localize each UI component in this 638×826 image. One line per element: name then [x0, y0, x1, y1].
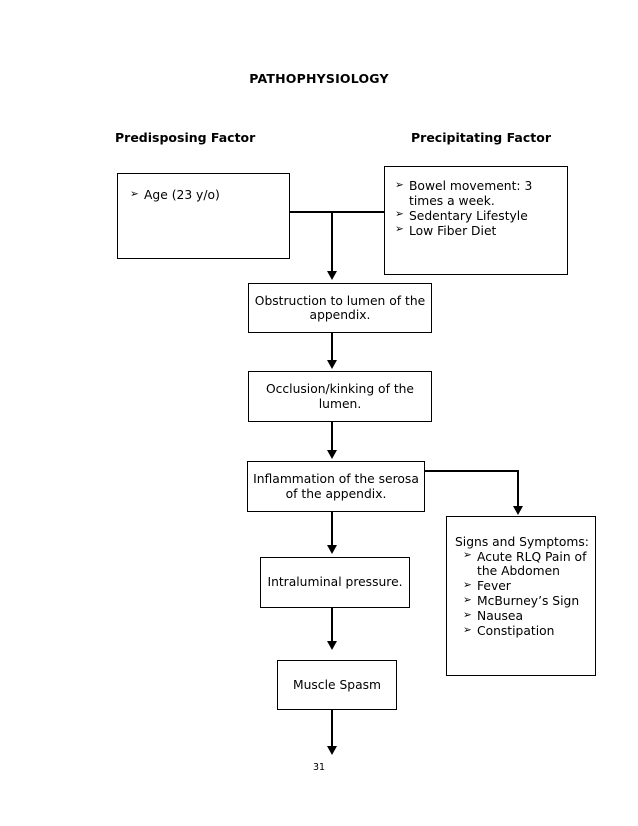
page-title: PATHOPHYSIOLOGY: [249, 71, 389, 86]
arrowhead-to-signs: [513, 506, 523, 515]
arrowhead-to-intraluminal: [327, 545, 337, 554]
connector-top-vertical: [331, 211, 333, 271]
node-signs-and-symptoms[interactable]: Signs and Symptoms: Acute RLQ Pain of th…: [446, 516, 596, 676]
connector-inflammation-to-signs-horizontal: [424, 470, 519, 472]
precipitating-list: Bowel movement: 3 times a week. Sedentar…: [395, 179, 567, 238]
node-inflammation[interactable]: Inflammation of the serosa of the append…: [247, 461, 425, 512]
connector-muscle-spasm-continuation: [331, 710, 333, 747]
node-occlusion-label: Occlusion/kinking of the lumen.: [265, 382, 414, 411]
predisposing-list: Age (23 y/o): [130, 188, 289, 203]
node-obstruction-label: Obstruction to lumen of the appendix.: [254, 293, 426, 323]
signs-list: Acute RLQ Pain of the Abdomen Fever McBu…: [463, 549, 595, 639]
column-header-predisposing: Predisposing Factor: [115, 130, 256, 145]
list-item: Low Fiber Diet: [395, 223, 567, 239]
node-predisposing-factor[interactable]: Age (23 y/o): [117, 173, 290, 259]
connector-top-horizontal: [289, 211, 385, 213]
node-occlusion[interactable]: Occlusion/kinking of the lumen.: [248, 371, 432, 422]
arrowhead-to-inflammation: [327, 450, 337, 459]
node-intraluminal-label: Intraluminal pressure.: [267, 575, 403, 590]
list-item: Sedentary Lifestyle: [395, 208, 567, 224]
node-inflammation-label: Inflammation of the serosa of the append…: [253, 472, 419, 501]
list-item: Fever: [463, 579, 595, 594]
list-item: McBurney’s Sign: [463, 594, 595, 609]
arrowhead-to-obstruction: [327, 271, 337, 280]
list-item: Bowel movement: 3 times a week.: [395, 179, 567, 208]
connector-intraluminal-to-muscle-spasm: [331, 608, 333, 642]
connector-inflammation-to-signs-vertical: [517, 470, 519, 507]
list-item: Constipation: [463, 624, 595, 639]
arrowhead-to-occlusion: [327, 360, 337, 369]
node-muscle-spasm-label: Muscle Spasm: [293, 677, 381, 692]
precipitating-content: Bowel movement: 3 times a week. Sedentar…: [385, 167, 567, 238]
connector-inflammation-to-intraluminal: [331, 512, 333, 545]
predisposing-content: Age (23 y/o): [118, 174, 289, 203]
page-number: 31: [312, 762, 326, 773]
column-header-precipitating: Precipitating Factor: [411, 130, 551, 145]
node-obstruction[interactable]: Obstruction to lumen of the appendix.: [248, 283, 432, 333]
list-item: Age (23 y/o): [130, 188, 289, 203]
list-item: Acute RLQ Pain of the Abdomen: [463, 549, 595, 579]
arrowhead-continuation: [327, 746, 337, 755]
signs-content: Signs and Symptoms: Acute RLQ Pain of th…: [447, 517, 595, 639]
arrowhead-to-muscle-spasm: [327, 641, 337, 650]
node-muscle-spasm[interactable]: Muscle Spasm: [277, 660, 397, 710]
connector-obstruction-to-occlusion: [331, 333, 333, 361]
node-precipitating-factor[interactable]: Bowel movement: 3 times a week. Sedentar…: [384, 166, 568, 275]
node-intraluminal-pressure[interactable]: Intraluminal pressure.: [260, 557, 410, 608]
signs-title: Signs and Symptoms:: [455, 535, 589, 549]
connector-occlusion-to-inflammation: [331, 422, 333, 451]
list-item: Nausea: [463, 609, 595, 624]
